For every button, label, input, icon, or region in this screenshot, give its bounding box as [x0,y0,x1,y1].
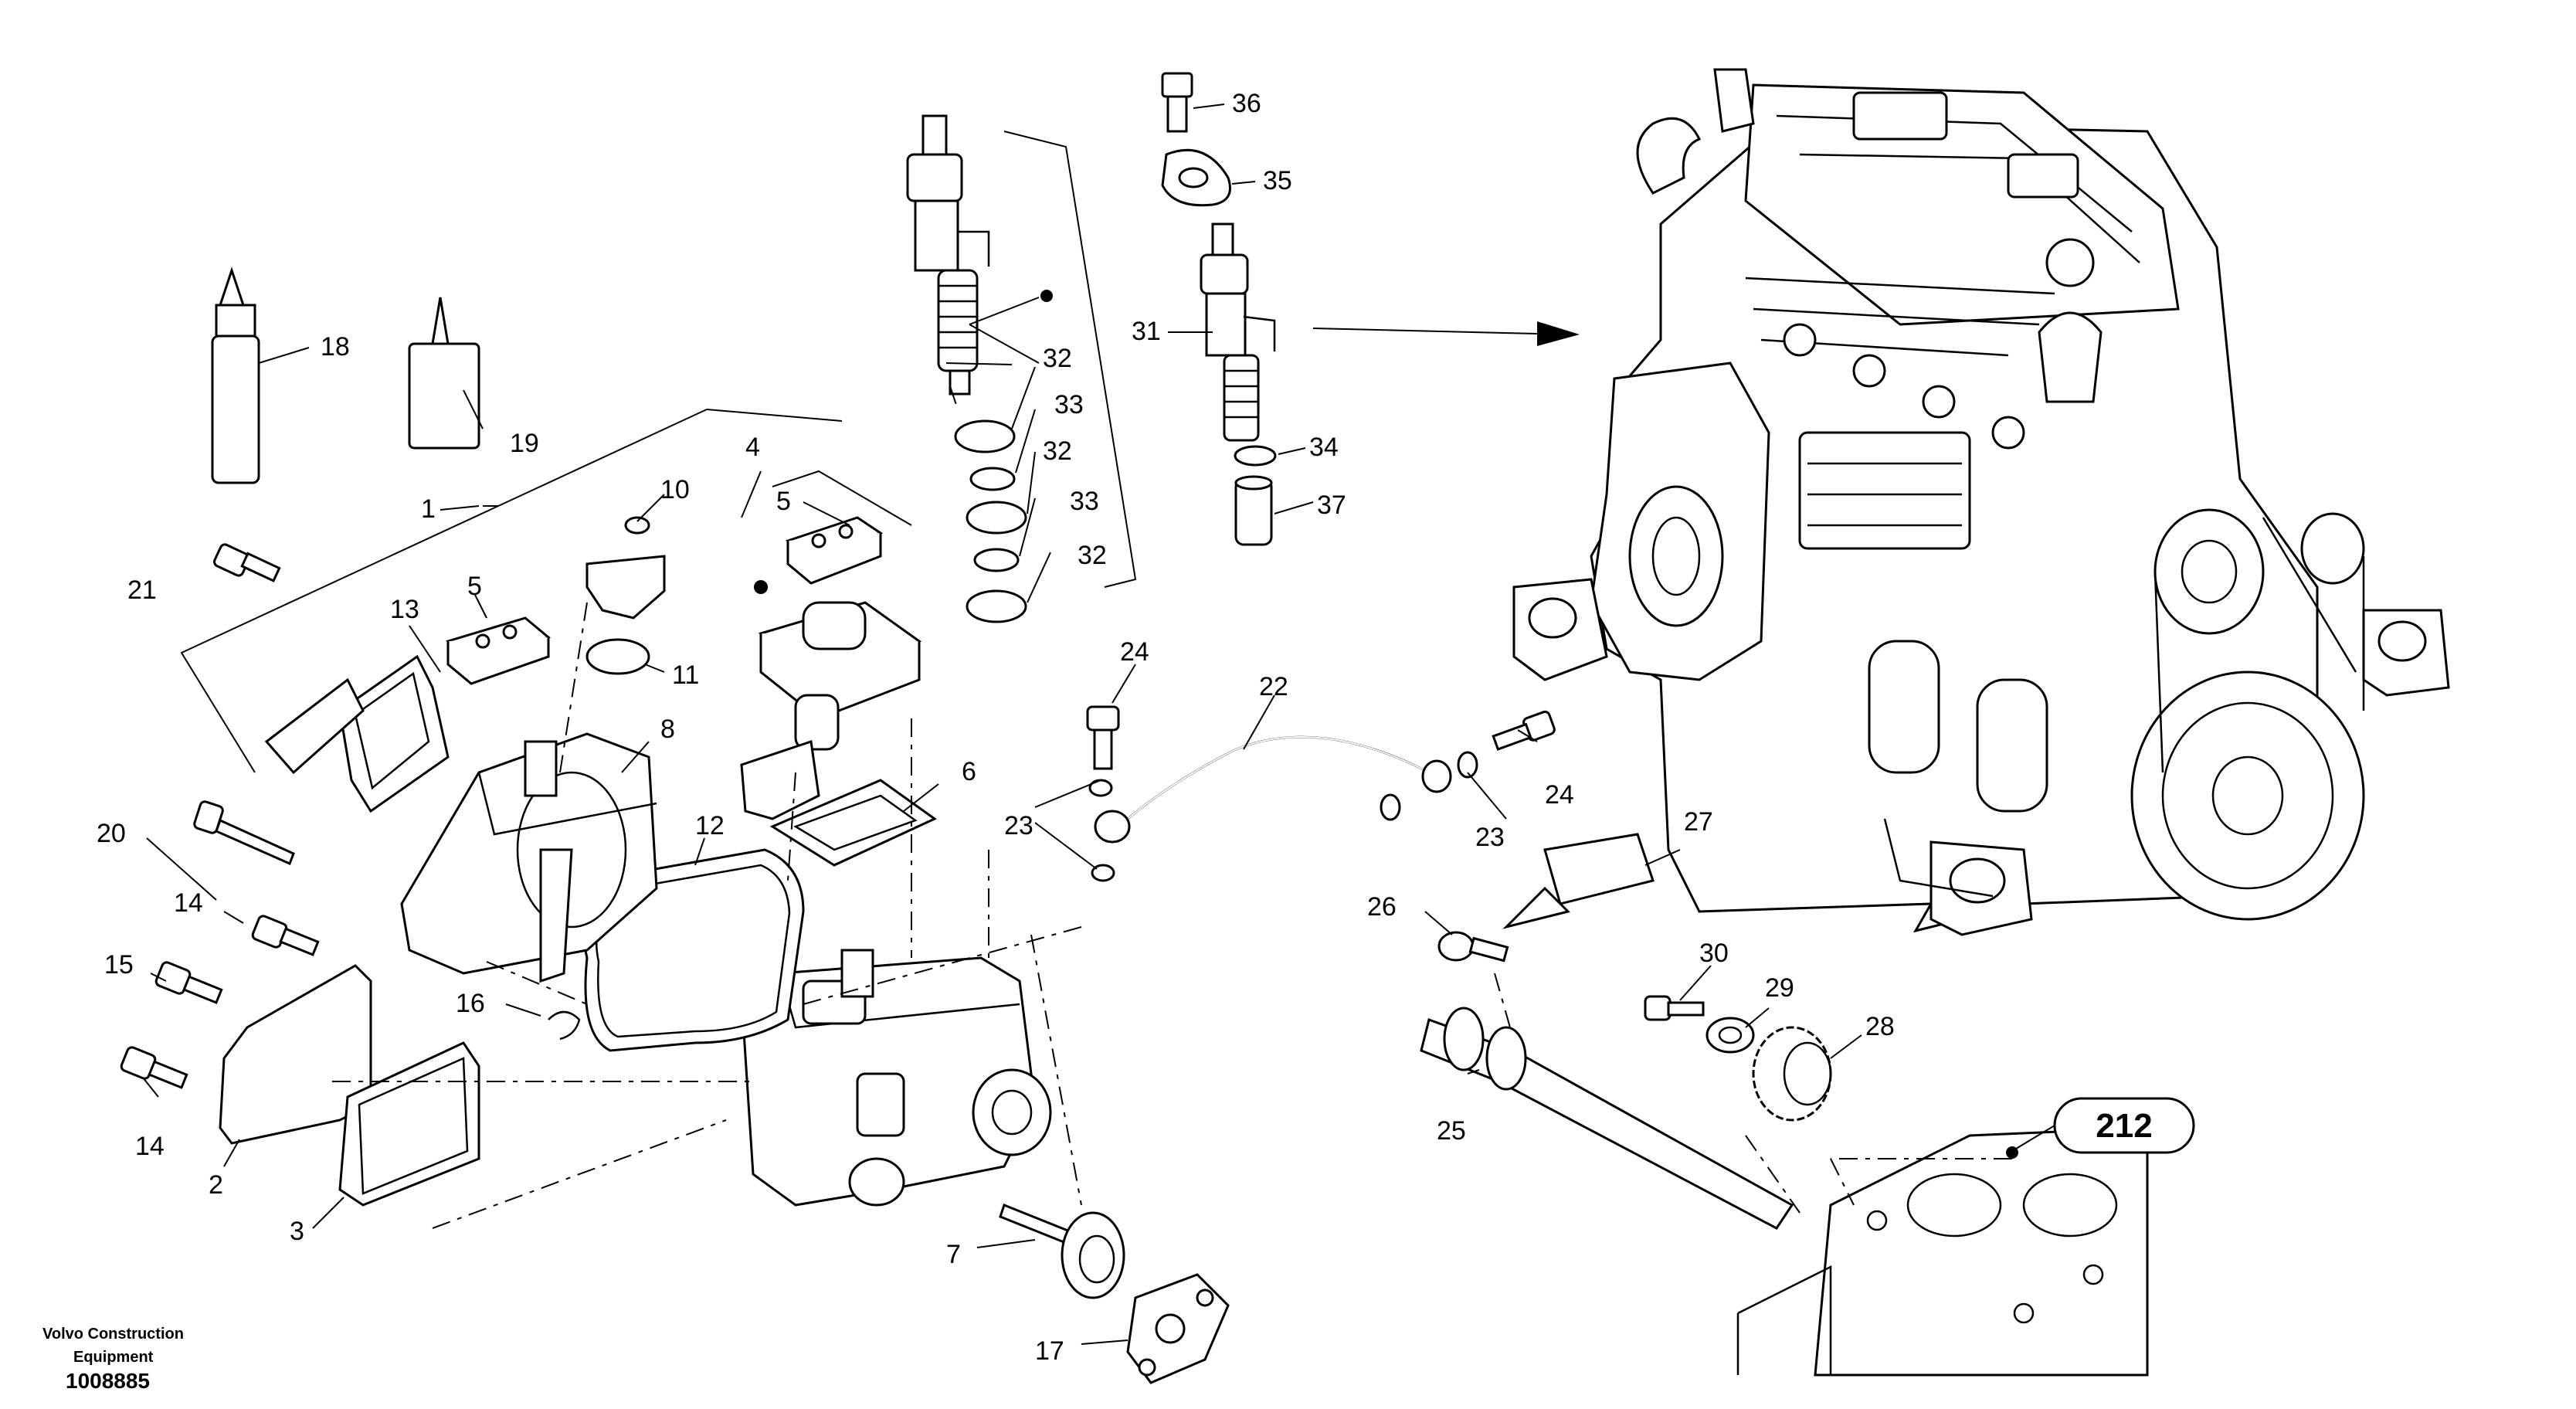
connector-5-left [446,616,551,685]
callout-3: 3 [290,1217,304,1246]
callout-33-a: 33 [1054,390,1084,419]
sealant-27 [1502,833,1655,929]
unit-pump [740,949,1052,1207]
callout-19: 19 [510,429,539,458]
sealant-tube [211,267,260,484]
gear-28 [1752,1026,1832,1122]
callout-36: 36 [1232,89,1261,118]
circlip-16 [548,1010,581,1041]
callout-34: 34 [1309,433,1339,462]
callout-25: 25 [1437,1116,1466,1146]
sealant-bottle [408,297,480,450]
o-rings-left [954,419,1027,623]
engine-assembly [1512,68,2450,936]
gasket-6 [769,779,937,867]
bracket-lines [180,131,1800,1229]
engine-block-reference: 212 [1736,1097,2195,1377]
injector-right [1200,222,1276,442]
callout-labels: 1 2 3 4 5 5 6 7 8 10 11 12 13 14 14 15 1… [97,89,1895,1366]
drive-shaft-7 [999,1204,1125,1299]
callout-21: 21 [127,575,157,605]
callout-26: 26 [1367,892,1397,922]
housing-8 [400,732,658,983]
footer-brand-line2: Equipment [73,1349,154,1366]
clamp-35 [1161,148,1231,207]
control-rod-25 [1420,1007,1794,1230]
footer: Volvo Construction Equipment 1008885 [42,1326,184,1393]
callout-30: 30 [1699,939,1729,968]
callout-6: 6 [962,757,976,786]
callout-32-c: 32 [1078,541,1107,570]
solenoid-valve [754,580,922,751]
callout-1: 1 [421,494,436,524]
footer-brand-line1: Volvo Construction [42,1326,184,1343]
callout-2: 2 [209,1170,223,1200]
callout-37: 37 [1317,491,1346,520]
fuel-pipe-22 [1094,735,1452,844]
injector-left [906,114,990,396]
callout-24-left: 24 [1120,637,1149,667]
callout-12: 12 [695,811,725,840]
callout-11: 11 [672,660,699,690]
bolt-36 [1161,72,1193,133]
callout-23-right: 23 [1475,823,1505,852]
callout-20: 20 [97,819,126,848]
callout-17: 17 [1035,1336,1064,1366]
callout-35: 35 [1263,166,1292,195]
bracket-lower [740,740,820,820]
callout-5-top: 5 [776,487,791,516]
callout-27: 27 [1684,807,1713,837]
bolts-left [120,543,320,1089]
sleeve-37 [1234,475,1273,546]
callout-4: 4 [745,433,760,462]
bolt-26 [1437,931,1509,963]
callout-5-left: 5 [467,572,482,601]
washer-29 [1705,1017,1755,1054]
callout-22: 22 [1259,672,1288,701]
switch-10 [585,516,666,620]
cover-17 [1126,1273,1230,1384]
assembly-arrow [1312,321,1580,346]
callout-23-left: 23 [1004,811,1033,840]
callout-14-bottom: 14 [135,1132,165,1161]
leader-lines [142,104,1862,1345]
callout-18: 18 [321,332,350,362]
callout-8: 8 [660,715,675,744]
connector-5-top [785,516,884,585]
reference-badge-label: 212 [2096,1107,2152,1145]
callout-28: 28 [1865,1012,1895,1041]
callout-13: 13 [390,595,419,624]
banjo-bolts-24 [1086,705,1556,770]
o-ring-11 [585,638,650,675]
callout-14-top: 14 [174,888,203,918]
gasket-13b [264,677,365,775]
callout-7: 7 [946,1240,961,1269]
callout-16: 16 [456,989,485,1018]
gasket-3 [338,1041,480,1207]
callout-32-b: 32 [1043,436,1072,466]
gasket-13 [338,654,450,813]
footer-drawing-number: 1008885 [66,1369,150,1393]
callout-29: 29 [1765,973,1794,1003]
callout-15: 15 [104,950,134,980]
bolt-30 [1644,995,1705,1021]
washers-23 [1088,751,1478,882]
callout-33-b: 33 [1070,487,1099,516]
callout-32-a: 32 [1043,344,1072,373]
callout-31: 31 [1132,317,1161,346]
callout-10: 10 [660,475,690,504]
washer-34 [1234,445,1277,467]
callout-24-right: 24 [1545,780,1574,810]
